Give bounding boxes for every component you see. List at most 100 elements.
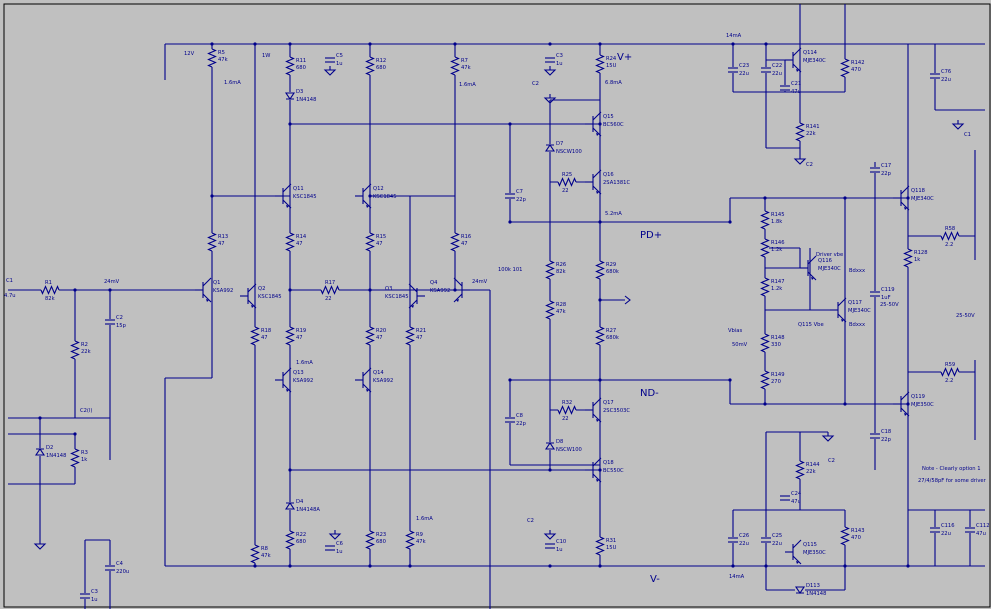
ref-label: R147 — [771, 279, 785, 285]
value-label: 22p — [516, 421, 527, 427]
junction-dot — [598, 220, 602, 224]
resistor-r12[interactable] — [365, 56, 375, 76]
resistor-r9[interactable] — [405, 530, 415, 550]
resistor-r58[interactable] — [940, 231, 960, 241]
value-label: KSA992 — [373, 378, 393, 384]
annotation-feedback: 100k 101 — [498, 267, 522, 273]
ref-label: C4 — [116, 561, 124, 567]
resistor-r19[interactable] — [285, 326, 295, 346]
bjt-arrow — [366, 205, 369, 208]
ref-label: R3 — [81, 450, 88, 456]
diode-d4[interactable] — [284, 502, 296, 510]
resistor-r148[interactable] — [760, 333, 770, 353]
net-label-pdplus: PD+ — [640, 230, 662, 241]
ref-label: R146 — [771, 240, 785, 246]
value-label: 22p — [516, 197, 527, 203]
value-label: 270 — [771, 379, 781, 385]
resistor-r144[interactable] — [795, 460, 805, 480]
resistor-r22[interactable] — [285, 530, 295, 550]
bjt-collector — [900, 185, 910, 195]
ref-label: D7 — [556, 141, 563, 147]
value-label: KSA992 — [213, 288, 233, 294]
ground-symbol — [821, 432, 835, 442]
annotation-note: 27/4/58pF for some driver — [918, 478, 987, 484]
resistor-r14[interactable] — [285, 232, 295, 252]
annotation-1-6ma: 1.6mA — [416, 516, 433, 522]
ref-label: D8 — [556, 439, 563, 445]
resistor-r23[interactable] — [365, 530, 375, 550]
junction-dot — [288, 122, 292, 126]
diode-d8[interactable] — [544, 442, 556, 450]
resistor-r20[interactable] — [365, 326, 375, 346]
resistor-r16[interactable] — [450, 232, 460, 252]
resistor-r146[interactable] — [760, 238, 770, 258]
ref-label: C17 — [881, 163, 891, 169]
value-label: 22u — [739, 541, 749, 547]
resistor-r31[interactable] — [595, 536, 605, 556]
resistor-r25[interactable] — [557, 177, 577, 187]
value-label: 1u — [91, 597, 98, 603]
value-label: 47k — [556, 309, 566, 315]
resistor-r142[interactable] — [840, 58, 850, 78]
resistor-r17[interactable] — [320, 285, 340, 295]
junction-dot — [843, 564, 847, 568]
resistor-r21[interactable] — [405, 326, 415, 346]
junction-dot — [763, 402, 767, 406]
ref-label: R144 — [806, 462, 820, 468]
resistor-r143[interactable] — [840, 526, 850, 546]
resistor-r59[interactable] — [940, 367, 960, 377]
junction-dot — [508, 378, 512, 382]
diode-d3[interactable] — [284, 92, 296, 100]
resistor-r15[interactable] — [365, 232, 375, 252]
resistor-r5[interactable] — [207, 48, 217, 68]
resistor-r13[interactable] — [207, 232, 217, 252]
resistor-r149[interactable] — [760, 370, 770, 390]
ref-label: Q11 — [293, 186, 304, 192]
junction-dot — [906, 196, 910, 200]
resistor-r7[interactable] — [450, 56, 460, 76]
net-label-vminus: V- — [650, 574, 660, 585]
resistor-r8[interactable] — [250, 544, 260, 564]
resistor-r26[interactable] — [545, 260, 555, 280]
bjt-arrow — [366, 389, 369, 392]
bjt-emitter — [408, 299, 418, 309]
ref-label: R17 — [325, 280, 335, 286]
resistor-r3[interactable] — [70, 448, 80, 468]
resistor-r141[interactable] — [795, 122, 805, 142]
resistor-r147[interactable] — [760, 277, 770, 297]
bjt-collector — [592, 111, 602, 121]
ref-label: Q115 — [803, 542, 817, 548]
bjt-arrow — [596, 419, 599, 422]
value-label: 680k — [606, 335, 619, 341]
resistor-r1[interactable] — [40, 285, 60, 295]
value-label: BC560C — [603, 122, 624, 128]
annotation-14ma: 14mA — [729, 574, 745, 580]
resistor-r32[interactable] — [557, 405, 577, 415]
resistor-r27[interactable] — [595, 326, 605, 346]
resistor-r145[interactable] — [760, 210, 770, 230]
resistor-r2[interactable] — [70, 340, 80, 360]
diode-bg — [285, 502, 295, 510]
bjt-emitter — [792, 63, 802, 73]
ref-label: C26 — [739, 533, 749, 539]
resistor-r29[interactable] — [595, 260, 605, 280]
value-label: 1u — [556, 547, 563, 553]
resistor-r24[interactable] — [595, 54, 605, 74]
diode-d2[interactable] — [34, 448, 46, 456]
ref-label: Q117 — [848, 300, 862, 306]
junction-dot — [453, 42, 457, 46]
resistor-r11[interactable] — [285, 56, 295, 76]
junction-dot — [368, 564, 372, 568]
bjt-emitter — [900, 201, 910, 211]
ref-label: C2 — [116, 315, 123, 321]
diode-d113[interactable] — [794, 586, 806, 594]
diode-bg — [545, 442, 555, 450]
diode-d7[interactable] — [544, 144, 556, 152]
value-label: 2SA1381C — [603, 180, 630, 186]
resistor-r28[interactable] — [545, 300, 555, 320]
resistor-r128[interactable] — [903, 248, 913, 268]
junction-dot — [728, 220, 732, 224]
net-label-vplus: V+ — [617, 52, 632, 63]
resistor-r18[interactable] — [250, 326, 260, 346]
